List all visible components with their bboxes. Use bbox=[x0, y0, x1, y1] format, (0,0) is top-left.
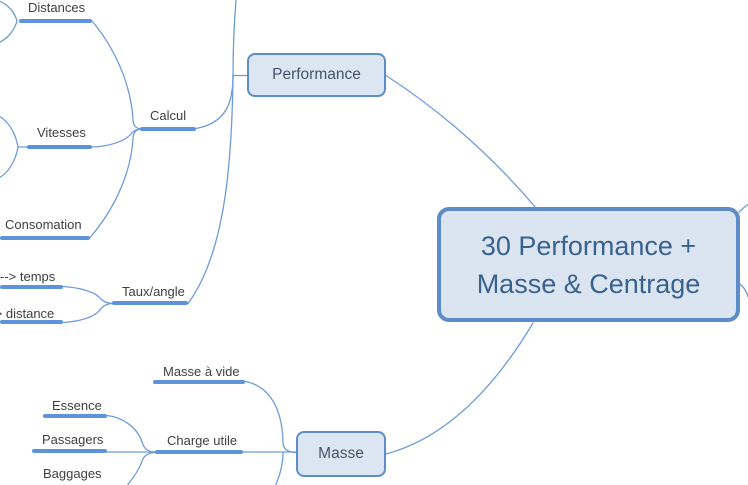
node-label-distance[interactable]: --> distance bbox=[0, 306, 55, 321]
branch-line-distances[interactable] bbox=[19, 19, 92, 23]
connector-root-performance bbox=[385, 74, 537, 209]
connector-distances-upper bbox=[0, 0, 18, 22]
connector-root-masse bbox=[385, 322, 534, 455]
node-label-masse-a-vide[interactable]: Masse à vide bbox=[163, 364, 240, 379]
root-node[interactable]: 30 Performance + Masse & Centrage bbox=[437, 207, 740, 322]
node-label-taux-angle[interactable]: Taux/angle bbox=[122, 284, 185, 299]
branch-line-distance[interactable] bbox=[0, 320, 63, 324]
root-title-line1: 30 Performance + bbox=[480, 230, 697, 261]
branch-line-taux-angle[interactable] bbox=[112, 301, 188, 305]
node-label-vitesses[interactable]: Vitesses bbox=[37, 125, 86, 140]
node-label-distances[interactable]: Distances bbox=[28, 0, 86, 15]
node-label-baggages[interactable]: Baggages bbox=[43, 466, 102, 481]
node-label-essence[interactable]: Essence bbox=[52, 398, 102, 413]
connector-massevide-masse bbox=[244, 380, 298, 454]
node-performance[interactable]: Performance bbox=[247, 53, 386, 97]
branch-line-consomation[interactable] bbox=[0, 236, 90, 240]
branch-line-essence[interactable] bbox=[43, 414, 107, 418]
connector-vitesses-upper bbox=[0, 115, 19, 148]
node-label-calcul[interactable]: Calcul bbox=[150, 108, 187, 123]
branch-line-passagers[interactable] bbox=[32, 449, 107, 453]
node-label-charge-utile[interactable]: Charge utile bbox=[167, 433, 238, 448]
node-label-temps[interactable]: --> temps bbox=[0, 269, 56, 284]
connector-root-bottomright bbox=[739, 283, 748, 298]
connector-root-topright bbox=[738, 203, 748, 213]
node-label-consomation[interactable]: Consomation bbox=[5, 217, 82, 232]
connector-offscreen-top-performance bbox=[232, 0, 237, 77]
connector-distances-lower bbox=[0, 20, 18, 43]
connector-baggages-chargeutile bbox=[126, 451, 157, 485]
connector-performance-calcul bbox=[195, 74, 234, 130]
connector-distance-taux bbox=[62, 302, 115, 324]
branch-line-calcul[interactable] bbox=[140, 127, 196, 131]
connector-performance-taux bbox=[187, 74, 234, 305]
branch-line-masse-a-vide[interactable] bbox=[153, 380, 245, 384]
node-label-performance: Performance bbox=[272, 66, 361, 83]
branch-line-temps[interactable] bbox=[0, 285, 63, 289]
branch-line-charge-utile[interactable] bbox=[155, 450, 243, 454]
node-label-masse: Masse bbox=[318, 445, 364, 462]
connector-essence-chargeutile bbox=[106, 414, 157, 453]
branch-line-vitesses[interactable] bbox=[27, 145, 92, 149]
connector-vitesses-lower bbox=[0, 146, 19, 179]
connector-consomation-calcul bbox=[89, 128, 144, 239]
connector-masse-offscreen-bottom bbox=[275, 451, 284, 485]
connector-temps-taux bbox=[62, 285, 115, 305]
node-masse[interactable]: Masse bbox=[296, 431, 386, 477]
root-title-line2: Masse & Centrage bbox=[476, 268, 701, 299]
node-label-passagers[interactable]: Passagers bbox=[42, 432, 104, 447]
connector-distances-calcul bbox=[91, 20, 144, 130]
